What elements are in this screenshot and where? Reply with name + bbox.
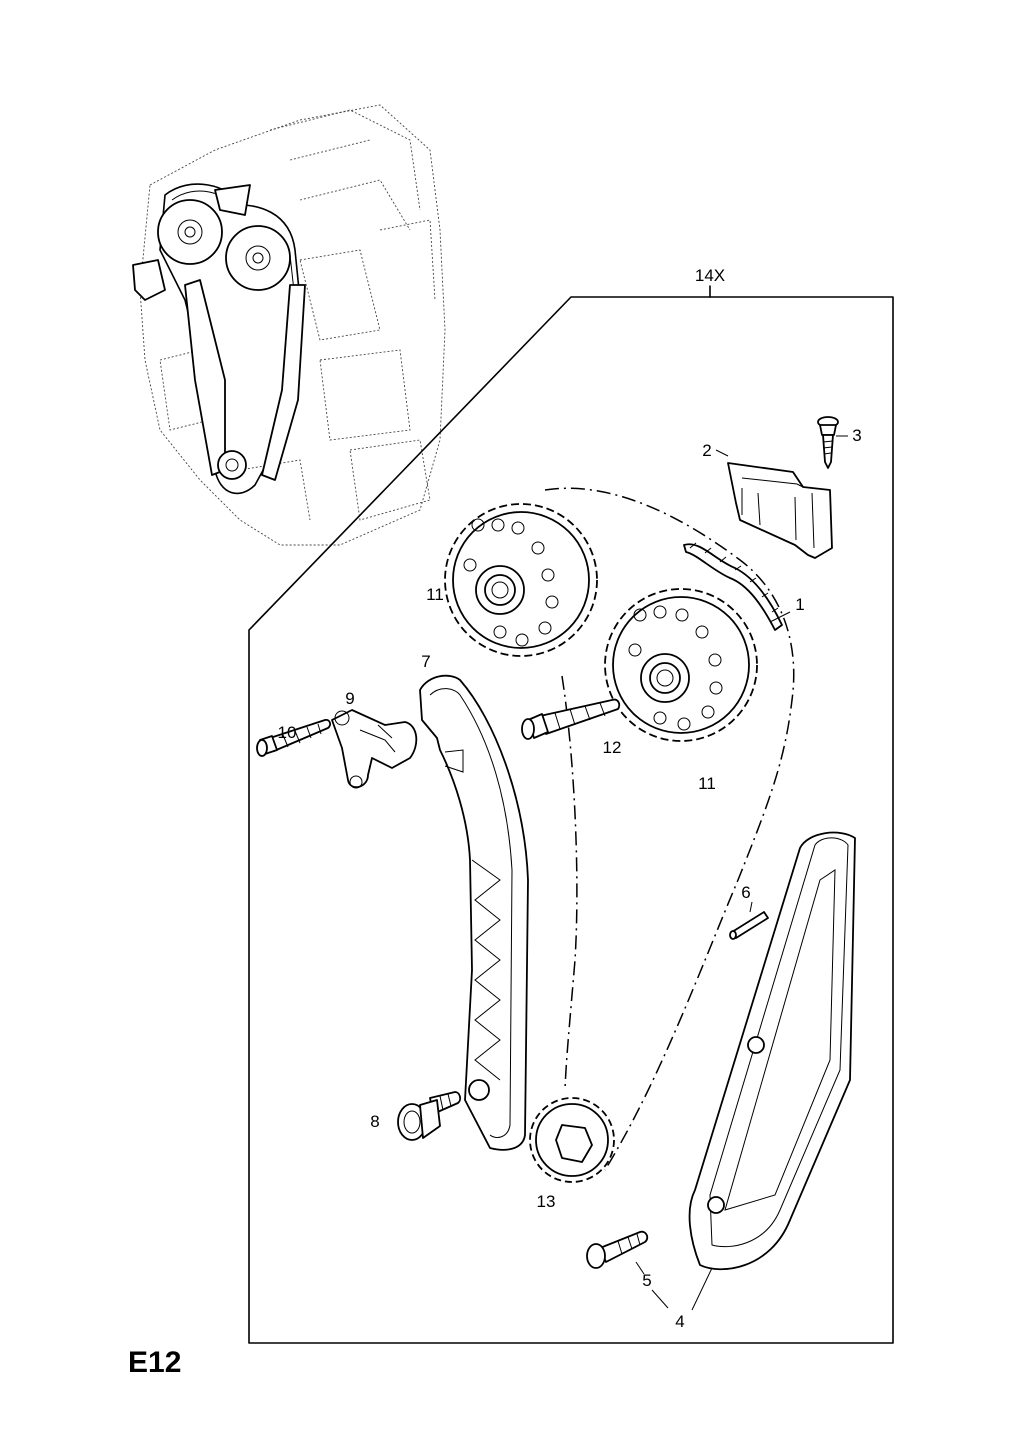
callout-11-upper: 11 <box>426 585 444 604</box>
callout-8: 8 <box>370 1112 379 1131</box>
leader-lines <box>635 435 848 1311</box>
callout-12: 12 <box>603 738 622 757</box>
crankshaft-sprocket <box>529 1097 615 1183</box>
guide-pin <box>397 1091 462 1141</box>
bolt-upper-guide <box>817 416 839 469</box>
camshaft-sprocket-lower <box>604 588 758 742</box>
callout-10: 10 <box>278 723 297 742</box>
kit-label: 14X <box>695 266 725 285</box>
bolt-guide <box>586 1230 649 1269</box>
chain-tensioner <box>331 709 418 789</box>
bolt-sprocket <box>521 698 621 740</box>
tensioner-rail <box>419 674 529 1151</box>
callout-13: 13 <box>537 1192 556 1211</box>
callout-4: 4 <box>675 1312 684 1331</box>
kit-boundary: 14X <box>248 266 894 1344</box>
callout-2: 2 <box>702 441 711 460</box>
callout-6: 6 <box>741 883 750 902</box>
dowel-pin <box>729 911 769 940</box>
chain-guide-upper <box>727 462 833 559</box>
chain-guide-fixed <box>688 831 856 1271</box>
callout-9: 9 <box>345 689 354 708</box>
callout-5: 5 <box>642 1271 651 1290</box>
callout-1: 1 <box>795 595 804 614</box>
engine-overview-illustration <box>132 104 446 546</box>
callout-11-lower: 11 <box>698 774 716 793</box>
callout-labels: 1 2 3 4 5 6 7 8 9 10 11 11 12 13 <box>278 426 862 1331</box>
callout-7: 7 <box>421 652 430 671</box>
page-code: E12 <box>128 1346 181 1379</box>
callout-3: 3 <box>852 426 861 445</box>
camshaft-sprocket-upper <box>444 503 598 657</box>
bolt-tensioner <box>256 719 332 757</box>
